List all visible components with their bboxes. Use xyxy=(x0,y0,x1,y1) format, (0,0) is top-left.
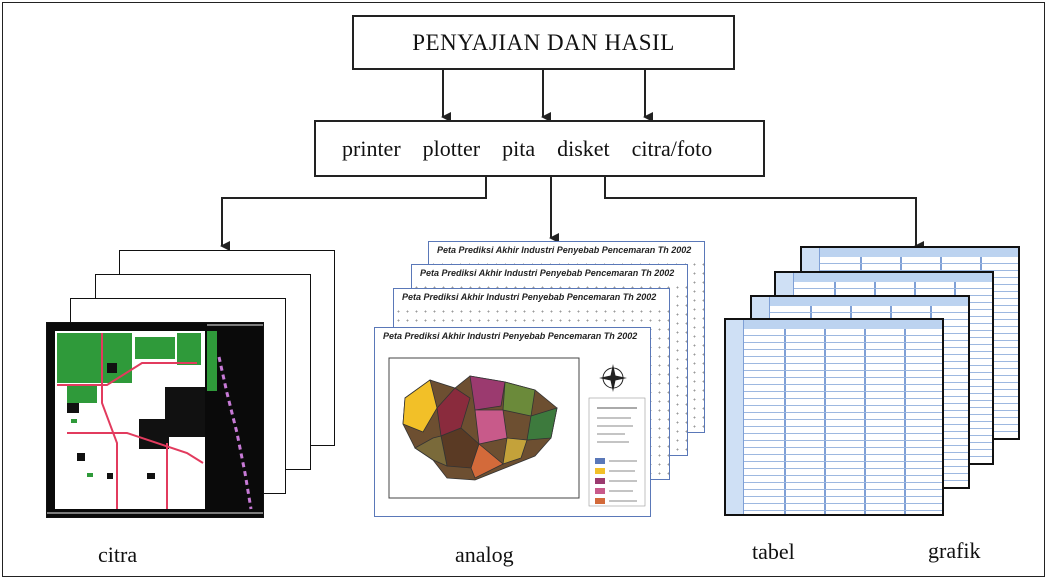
caption-analog: analog xyxy=(455,542,514,567)
citra-image xyxy=(46,322,264,518)
caption-tabel: tabel xyxy=(752,539,795,564)
table-sheet-front xyxy=(724,318,944,516)
devices-box: printer plotter pita disket citra/foto xyxy=(314,120,765,177)
device-pita: pita xyxy=(502,135,536,161)
device-plotter: plotter xyxy=(422,135,481,161)
device-citra-foto: citra/foto xyxy=(631,135,713,161)
title-box: PENYAJIAN DAN HASIL xyxy=(352,15,735,70)
map-title-back-2: Peta Prediksi Akhir Industri Penyebab Pe… xyxy=(420,268,675,278)
satellite-image-icon xyxy=(47,323,263,517)
device-printer: printer xyxy=(342,135,401,161)
map-title-front: Peta Prediksi Akhir Industri Penyebab Pe… xyxy=(383,331,638,341)
choropleth-map-icon xyxy=(388,357,646,507)
map-sheet-front: Peta Prediksi Akhir Industri Penyebab Pe… xyxy=(374,327,651,517)
title-label: PENYAJIAN DAN HASIL xyxy=(412,29,675,55)
caption-citra: citra xyxy=(98,542,138,567)
device-disket: disket xyxy=(557,135,610,161)
arrow-to-tabel xyxy=(604,177,924,251)
map-title-back-1: Peta Prediksi Akhir Industri Penyebab Pe… xyxy=(402,292,657,302)
arrow-to-citra xyxy=(220,177,487,251)
caption-grafik: grafik xyxy=(928,538,981,563)
map-title-back-3: Peta Prediksi Akhir Industri Penyebab Pe… xyxy=(437,245,692,255)
